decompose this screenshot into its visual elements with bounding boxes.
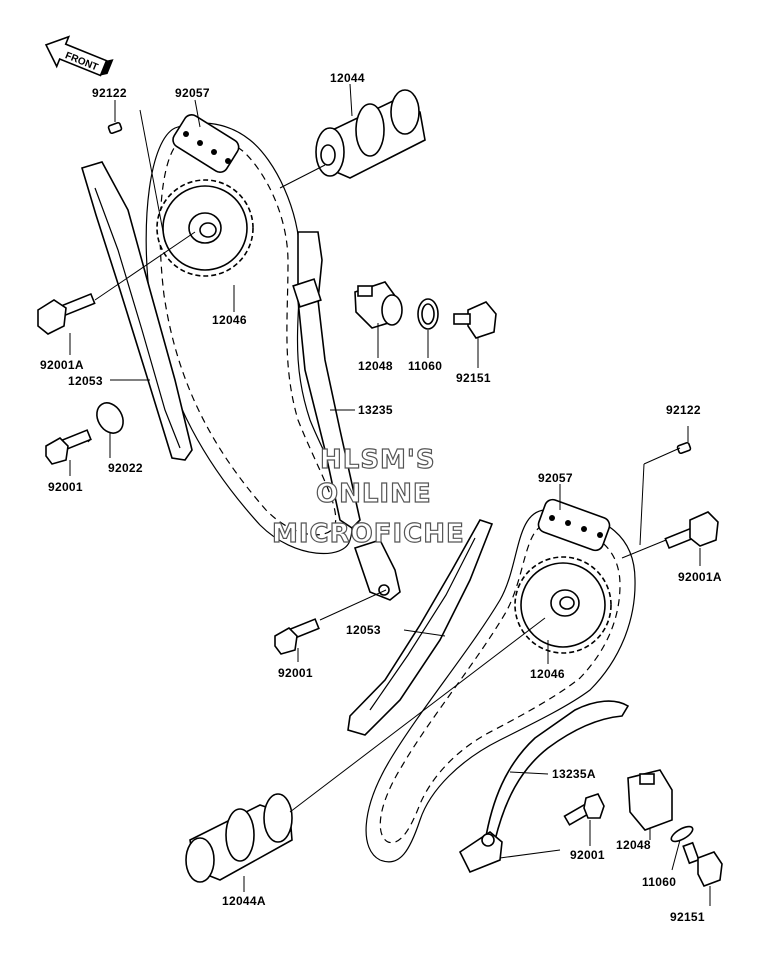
label-12048-top: 12048 [358,359,393,373]
leader-lines [69,83,711,906]
chain-guide-upper [81,161,193,461]
camshaft-upper [315,89,426,179]
bolt-92001-mid [274,618,320,655]
label-12053-mid: 12053 [346,623,381,637]
label-13235a: 13235A [552,767,596,781]
label-12044a: 12044A [222,894,266,908]
bolt-92001a-right [664,511,719,550]
chain-links-upper [172,114,240,173]
label-12053-left: 12053 [68,374,103,388]
label-92057-top: 92057 [175,86,210,100]
watermark-line3: MICROFICHE [272,519,465,549]
plug-upper [453,301,497,339]
label-11060-low: 11060 [642,875,676,889]
watermark-line2: ONLINE [316,479,432,509]
tensioner-upper [354,281,403,329]
cam-chain-lower-inner [379,523,621,844]
label-92001-mid: 92001 [278,666,313,680]
bolt-92001a-left [37,292,96,335]
label-13235: 13235 [358,403,393,417]
label-92151-low: 92151 [670,910,705,924]
bolt-92001-low [563,793,605,826]
pin-92122-top [107,121,123,135]
label-92122-top: 92122 [92,86,127,100]
label-92057-right: 92057 [538,471,573,485]
chain-guide-13235a [458,700,630,874]
oring-lower [670,825,694,843]
bolt-92001-left [45,429,92,465]
chain-guide-lower [347,519,494,736]
chain-guide-13235 [292,231,361,530]
label-12046-right: 12046 [530,667,565,681]
label-11060-top: 11060 [408,359,442,373]
watermark-line1: HLSM'S [320,445,436,475]
label-12044: 12044 [330,71,365,85]
cam-chain-lower [365,509,636,863]
label-12046-top: 12046 [212,313,247,327]
washer-92022 [96,402,124,434]
oring-upper [417,298,439,330]
camshaft-lower [185,793,293,883]
label-92001-left: 92001 [48,480,83,494]
label-92122-right: 92122 [666,403,701,417]
watermark: HLSM'S ONLINE MICROFICHE [271,444,465,549]
label-12048-low: 12048 [616,838,651,852]
sprocket-upper [156,179,254,277]
label-92001a-right: 92001A [678,570,722,584]
label-92022: 92022 [108,461,143,475]
front-arrow-icon: FRONT [44,35,114,77]
guide-bracket-mid [353,539,401,601]
plug-lower [682,841,723,888]
label-92001-low: 92001 [570,848,605,862]
label-92151-top: 92151 [456,371,491,385]
pin-92122-right [676,441,692,455]
tensioner-lower [627,769,673,831]
sprocket-lower [514,556,612,654]
label-92001a-left: 92001A [40,358,84,372]
chain-links-lower [537,498,611,552]
